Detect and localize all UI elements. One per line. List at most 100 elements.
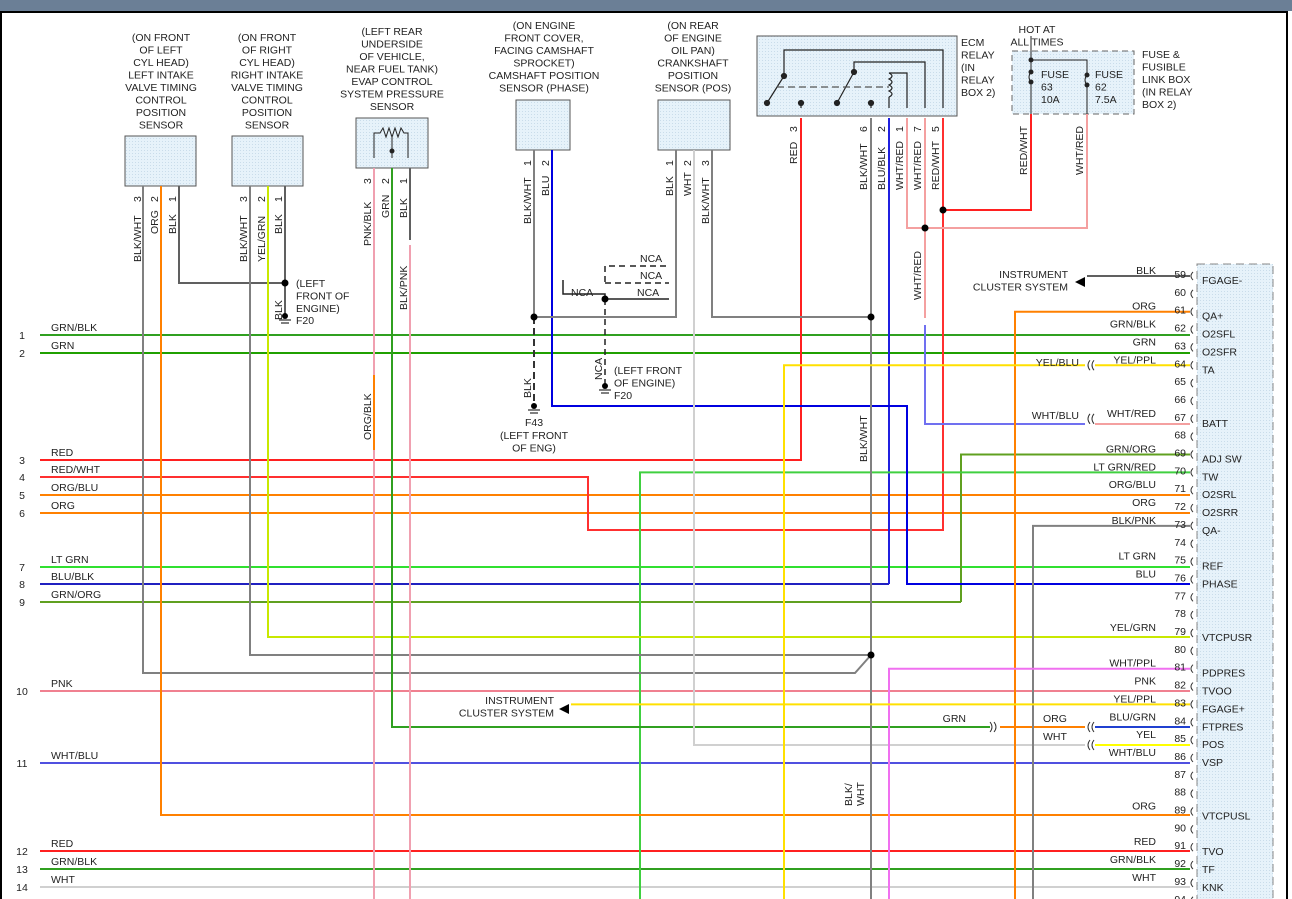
ecm-relay-box[interactable] — [756, 35, 958, 117]
ecm-pin-number: 81 — [1174, 662, 1186, 674]
ecm-wire-label: YEL/PPL — [1113, 354, 1156, 366]
window-title-bar — [0, 0, 1292, 11]
ecm-wire-label: YEL — [1136, 729, 1156, 741]
wire-red-wht-relay[interactable] — [40, 118, 944, 531]
ckp-sensor-label: OIL PAN) — [671, 45, 715, 57]
fuse-label: FUSE — [1095, 69, 1123, 81]
wire-nca[interactable] — [604, 265, 625, 282]
ecm-wire-label: BLU — [1136, 568, 1156, 580]
evap-sensor-label: NEAR FUEL TANK) — [346, 64, 438, 76]
vertical-wire-label: NCA — [593, 358, 605, 380]
left-vtc-sensor-box[interactable] — [124, 135, 197, 187]
connector-pin-icon — [1190, 860, 1194, 870]
wire-yel-blu[interactable] — [783, 364, 1085, 899]
wire-blk-wht[interactable] — [711, 150, 871, 318]
vertical-wire-label: WHT — [855, 782, 867, 806]
wire-red-relay[interactable] — [40, 118, 802, 461]
left-vtc-sensor-label: VALVE TIMING — [125, 82, 197, 94]
wire-blk[interactable] — [178, 186, 285, 284]
ecm-pin-signal: FGAGE- — [1202, 275, 1243, 287]
inline-connector-icon — [1087, 721, 1095, 733]
connector-pin-icon — [1190, 824, 1194, 834]
right-vtc-sensor-box[interactable] — [231, 135, 304, 187]
left-wire-label: GRN/BLK — [51, 856, 97, 868]
sensor-pin-number: 2 — [682, 160, 694, 166]
ecm-pin-number: 74 — [1174, 537, 1186, 549]
ecm-wire-label: GRN/BLK — [1110, 854, 1156, 866]
connector-pin-icon — [1190, 396, 1194, 406]
wire-nca[interactable] — [562, 280, 669, 300]
ecm-pin-signal: O2SRR — [1202, 507, 1239, 519]
wire-org-vtcpusl[interactable] — [160, 186, 1190, 816]
wire-wht-red-fuse[interactable] — [943, 114, 1088, 229]
ecm-pin-number: 87 — [1174, 769, 1186, 781]
sensor-pin-number: 1 — [398, 178, 410, 184]
wire-wht[interactable] — [693, 150, 1085, 746]
ecm-pin-number: 63 — [1174, 340, 1186, 352]
left-pin-number: 3 — [19, 455, 25, 467]
instrument-cluster-label: INSTRUMENT — [485, 695, 554, 707]
inline-connector-icon — [1087, 359, 1095, 371]
wire-blk-wht[interactable] — [249, 186, 871, 656]
wire-red-wht-fuse[interactable] — [943, 114, 1032, 211]
wire-org-qa[interactable] — [1014, 310, 1190, 899]
relay-switch-icon — [763, 49, 944, 108]
wire-wht-red[interactable] — [906, 118, 943, 229]
splice-dot — [867, 313, 875, 321]
connector-pin-icon — [1190, 450, 1194, 459]
connector-pin-icon — [1190, 557, 1194, 566]
wire-lt-grn-red[interactable] — [639, 471, 1190, 899]
wire-blk-wht[interactable] — [142, 186, 872, 674]
sensor-pin-number: 3 — [362, 178, 374, 184]
fuse-box-label: FUSE & — [1142, 49, 1180, 61]
instrument-cluster-label: CLUSTER SYSTEM — [459, 708, 554, 720]
sensor-pin-number: 1 — [273, 196, 285, 202]
left-pin-number: 11 — [17, 758, 28, 770]
wire-label: YEL/BLU — [1036, 357, 1079, 369]
left-wire-label: ORG — [51, 500, 75, 512]
cmp-sensor-box[interactable] — [515, 99, 571, 151]
ecm-pin-number: 64 — [1174, 358, 1186, 370]
connector-pin-icon — [1190, 503, 1194, 513]
fuse-label: 7.5A — [1095, 94, 1117, 106]
wire-wht-ppl[interactable] — [888, 667, 1190, 899]
vertical-wire-label: BLK/WHT — [238, 215, 250, 262]
sensor-pin-number: 1 — [894, 126, 906, 132]
arrow-left-icon — [1075, 277, 1085, 287]
left-vtc-sensor-label: CYL HEAD) — [133, 57, 189, 69]
ecm-pin-number: 79 — [1174, 626, 1186, 638]
right-vtc-sensor-label: CONTROL — [241, 95, 292, 107]
left-pin-number: 2 — [19, 348, 25, 360]
vertical-wire-label: YEL/GRN — [256, 216, 268, 262]
wire-blk-pnk[interactable] — [1032, 524, 1190, 899]
vertical-wire-label: ORG — [149, 210, 161, 234]
ecm-pin-signal: TVOO — [1202, 686, 1232, 698]
ckp-sensor-box[interactable] — [657, 99, 731, 151]
sensor-pin-number: 1 — [522, 160, 534, 166]
ecm-wire-label: PNK — [1134, 676, 1156, 688]
wire-wht-blu[interactable] — [924, 325, 1085, 425]
wire-blk[interactable] — [534, 150, 677, 318]
ecm-wire-label: LT GRN/RED — [1093, 461, 1156, 473]
right-vtc-sensor-label: SENSOR — [245, 120, 290, 132]
sensor-pin-number: 3 — [238, 196, 250, 202]
ecm-pin-number: 83 — [1174, 697, 1186, 709]
ecm-pin-number: 73 — [1174, 519, 1186, 531]
ecm-wire-label: BLK/PNK — [1112, 515, 1156, 527]
wire-grn-org[interactable] — [960, 453, 1190, 603]
fuse-label: FUSE — [1041, 69, 1069, 81]
right-vtc-sensor-label: (ON FRONT — [238, 32, 297, 44]
wire-grn[interactable] — [391, 168, 990, 728]
vertical-wire-label: BLK/WHT — [700, 177, 712, 224]
connector-pin-icon — [1190, 325, 1194, 334]
wire-yel-grn[interactable] — [267, 186, 1190, 638]
diagram-frame — [0, 11, 1288, 899]
fuse-label: 62 — [1095, 82, 1107, 94]
left-pin-number: 10 — [16, 686, 28, 698]
ecm-pin-signal: O2SFR — [1202, 346, 1237, 358]
ecm-connector-box[interactable] — [1196, 263, 1274, 899]
wire-blu-phase[interactable] — [551, 150, 1190, 585]
connector-pin-icon — [1190, 771, 1194, 781]
ground-location-label: (LEFT FRONT — [500, 430, 569, 442]
ecm-pin-signal: TA — [1202, 364, 1215, 376]
